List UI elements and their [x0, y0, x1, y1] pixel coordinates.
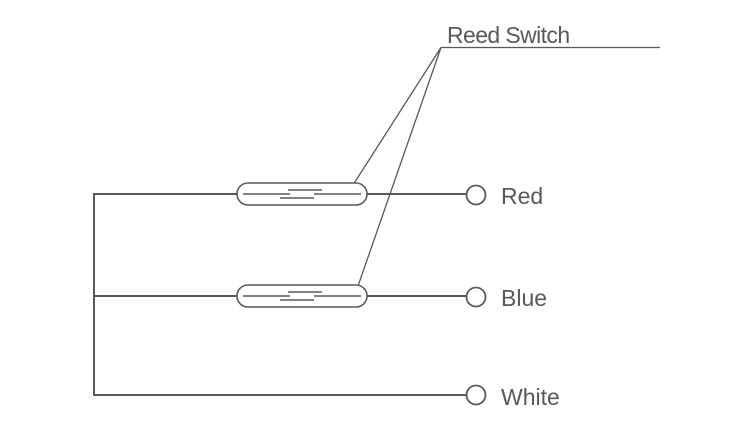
- reed-switch-bottom-capsule: [236, 284, 368, 308]
- red-terminal-label: Red: [501, 183, 543, 209]
- leader-line-top-switch: [352, 47, 442, 186]
- reed-switch-top: [236, 182, 368, 206]
- reed-switch-label: Reed Switch: [447, 22, 570, 48]
- red-terminal: [465, 184, 487, 206]
- blue-terminal-label: Blue: [501, 285, 547, 311]
- leader-line-bottom-switch: [357, 47, 442, 287]
- white-terminal-label: White: [501, 384, 560, 410]
- reed-switch-top-capsule: [236, 182, 368, 206]
- reed-switch-bottom: [236, 284, 368, 308]
- white-terminal: [465, 384, 487, 406]
- blue-terminal: [465, 286, 487, 308]
